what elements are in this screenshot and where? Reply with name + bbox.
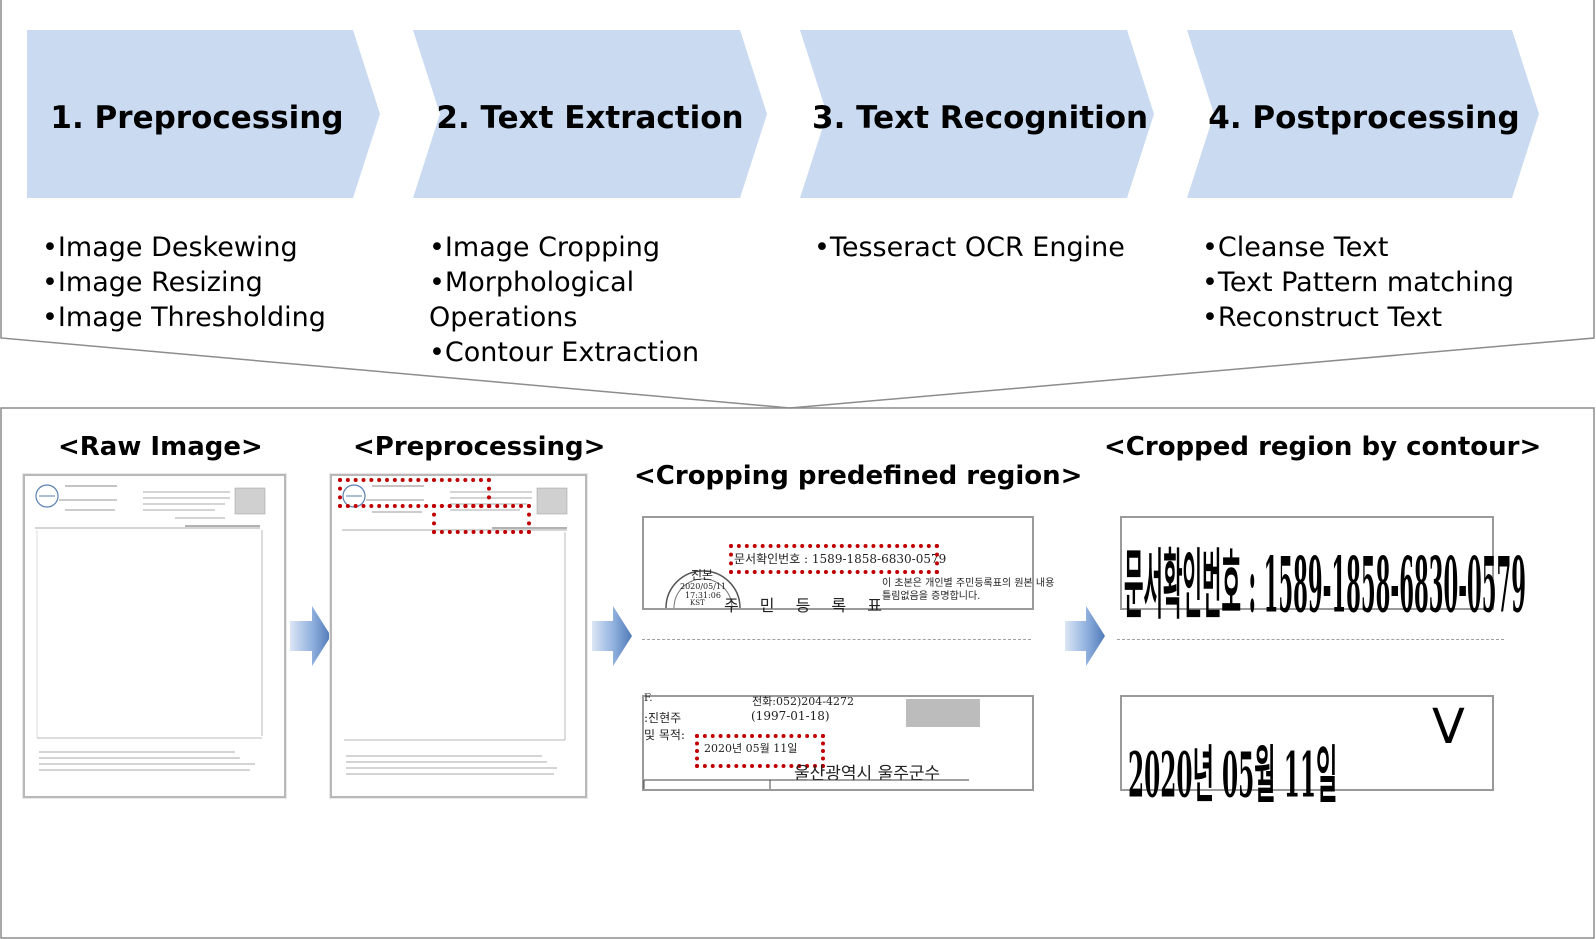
flow-arrow-2 — [592, 606, 632, 666]
step-2-bullets: •Image Cropping •Morphological Operation… — [429, 230, 709, 370]
bullet-item: •Contour Extraction — [429, 337, 700, 368]
cropping-label: <Cropping predefined region> — [634, 461, 1083, 491]
crop-bottom-image: F. 전화:052)204-4272 :진현주 (1997-01-18) 및 목… — [642, 693, 1034, 791]
preprocessing-label: <Preprocessing> — [353, 432, 606, 462]
bullet-item: •Tesseract OCR Engine — [814, 232, 1125, 263]
ocr-issue-date: 2020년 05월 11일 — [1128, 738, 1338, 812]
step-4-title: 4. Postprocessing — [1208, 100, 1520, 136]
document-thumbnail — [35, 484, 266, 771]
step-1-bullets: •Image Deskewing •Image Resizing •Image … — [42, 230, 326, 335]
crop-lines — [643, 699, 980, 789]
step-3-title: 3. Text Recognition — [812, 100, 1149, 136]
doc-id-field: 문서확인번호 : 1589-1858-6830-0579 — [734, 552, 947, 566]
seal-date-text: 2020/05/11 — [680, 582, 727, 591]
chevron-step-4 — [1187, 30, 1539, 198]
seal-zone-text: KST — [690, 599, 705, 607]
bullet-item: •Reconstruct Text — [1202, 302, 1443, 333]
step-4-bullets: •Cleanse Text •Text Pattern matching •Re… — [1202, 230, 1514, 335]
phone-text: 전화:052)204-4272 — [752, 695, 854, 708]
highlight-box-date — [695, 734, 825, 768]
birth-text: (1997-01-18) — [751, 709, 830, 723]
highlight-box-id — [729, 544, 939, 574]
seal-main-text: 진본 — [691, 568, 714, 582]
highlight-box-date — [432, 504, 531, 534]
bullet-item: •Cleanse Text — [1202, 232, 1389, 263]
issuing-office-text: 울산광역시 울주군수 — [794, 764, 941, 784]
seal-time-text: 17:31:06 — [685, 591, 721, 600]
ocr-check-mark: V — [1432, 699, 1465, 755]
preprocessed-document-image — [330, 474, 587, 798]
bullet-item: •Morphological Operations — [429, 267, 635, 333]
certification-note-1: 이 초본은 개인별 주민등록표의 원본 내용 — [882, 578, 1055, 589]
certification-note-2: 틀림없음을 증명합니다. — [882, 591, 981, 602]
step-2-title: 2. Text Extraction — [436, 100, 744, 136]
highlight-box-id — [338, 478, 491, 508]
raw-document-image — [23, 474, 286, 798]
name-text: :진현주 — [644, 711, 682, 725]
step-3-bullets: •Tesseract OCR Engine — [814, 230, 1125, 265]
flow-arrow-1 — [290, 606, 331, 666]
separator-line — [1117, 639, 1504, 640]
bullet-item: •Image Thresholding — [42, 302, 326, 333]
bottom-panel-outline — [0, 407, 1595, 939]
contour-crop-bottom: 2020년 05월 11일 V — [1120, 695, 1494, 812]
purpose-text: 및 목적: — [644, 728, 685, 742]
step-1-title: 1. Preprocessing — [50, 100, 344, 136]
seal-stamp — [665, 570, 741, 609]
bullet-item: •Text Pattern matching — [1202, 267, 1514, 298]
separator-line — [642, 639, 1031, 640]
flow-arrow-3 — [1065, 606, 1105, 666]
chevron-step-1 — [27, 30, 380, 198]
issue-date-text: 2020년 05월 11일 — [704, 742, 798, 755]
ocr-doc-id: 문서확인번호 : 1589-1858-6830-0579 — [1124, 541, 1527, 631]
chevron-step-2 — [413, 30, 767, 198]
chevron-step-3 — [800, 30, 1154, 198]
raw-image-label: <Raw Image> — [58, 432, 263, 462]
contour-label: <Cropped region by contour> — [1104, 432, 1542, 462]
crop-top-image: 진본 2020/05/11 17:31:06 KST 문서확인번호 : 1589… — [642, 516, 1054, 615]
bullet-item: •Image Resizing — [42, 267, 263, 298]
contour-crop-top: 문서확인번호 : 1589-1858-6830-0579 — [1120, 516, 1526, 630]
document-heading: 주 민 등 록 표 — [724, 596, 890, 615]
bullet-item: •Image Deskewing — [42, 232, 298, 263]
bullet-item: •Image Cropping — [429, 232, 660, 263]
